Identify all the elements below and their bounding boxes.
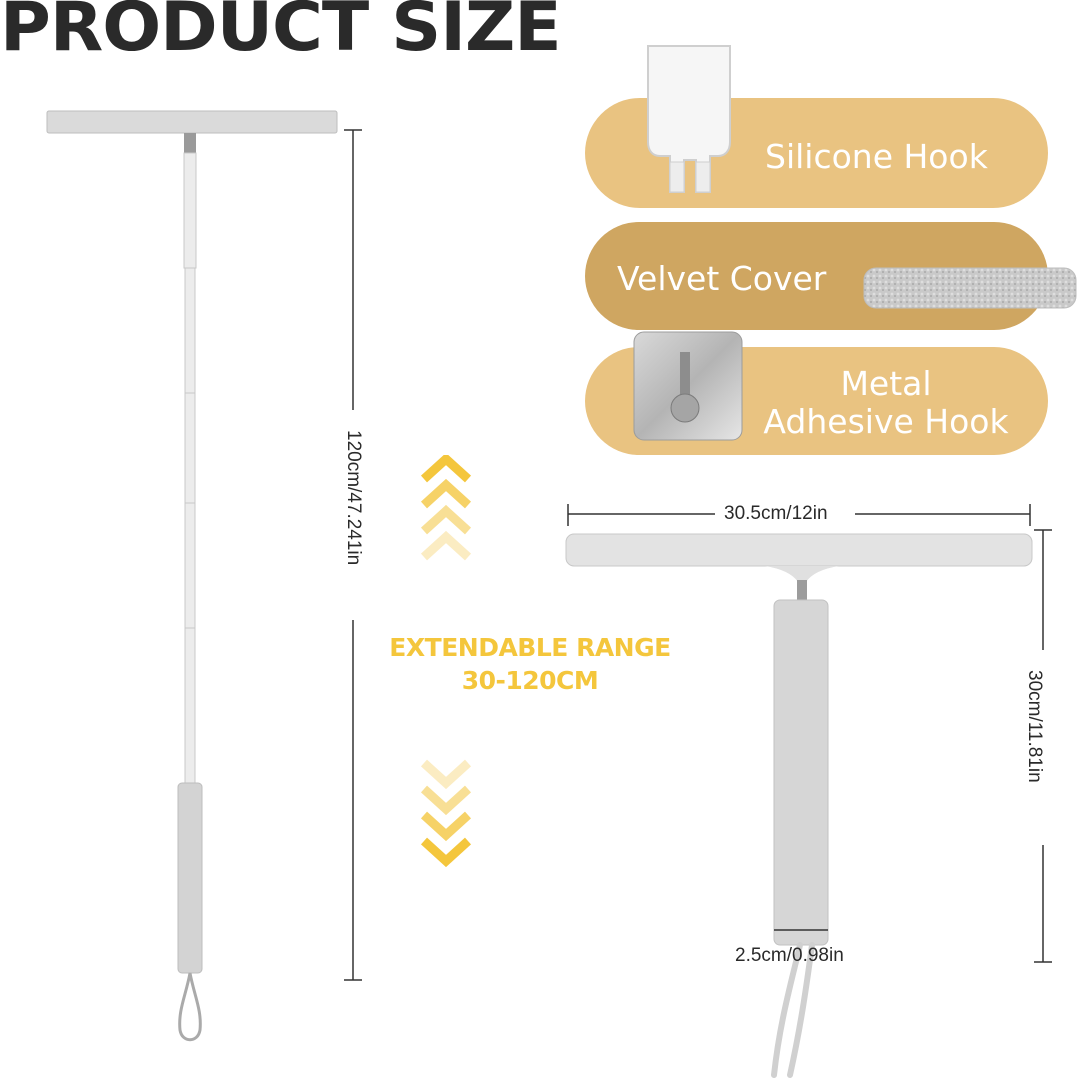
accessory-label: Velvet Cover	[617, 259, 827, 298]
compact-squeegee-illustration	[565, 504, 1033, 1078]
accessory-label: Metal Adhesive Hook	[763, 364, 1009, 441]
chevron-down-icon	[420, 759, 472, 868]
height-label: 30cm/11.81in	[1024, 670, 1045, 783]
height-dimension-line	[1034, 529, 1052, 963]
diameter-label: 2.5cm/0.98in	[735, 945, 844, 966]
accessory-label: Silicone Hook	[765, 137, 988, 176]
extended-squeegee-illustration	[46, 110, 338, 1042]
silicone-hook-icon	[647, 45, 731, 193]
width-label: 30.5cm/12in	[720, 503, 832, 525]
metal-hook-icon	[633, 331, 743, 441]
chevron-up-icon	[420, 455, 472, 561]
length-dimension-line	[344, 129, 362, 981]
length-label: 120cm/47.241in	[343, 430, 364, 566]
page-title: PRODUCT SIZE	[0, 0, 562, 67]
velvet-cover-icon	[863, 267, 1077, 309]
extendable-range-text: EXTENDABLE RANGE 30-120CM	[389, 633, 671, 695]
